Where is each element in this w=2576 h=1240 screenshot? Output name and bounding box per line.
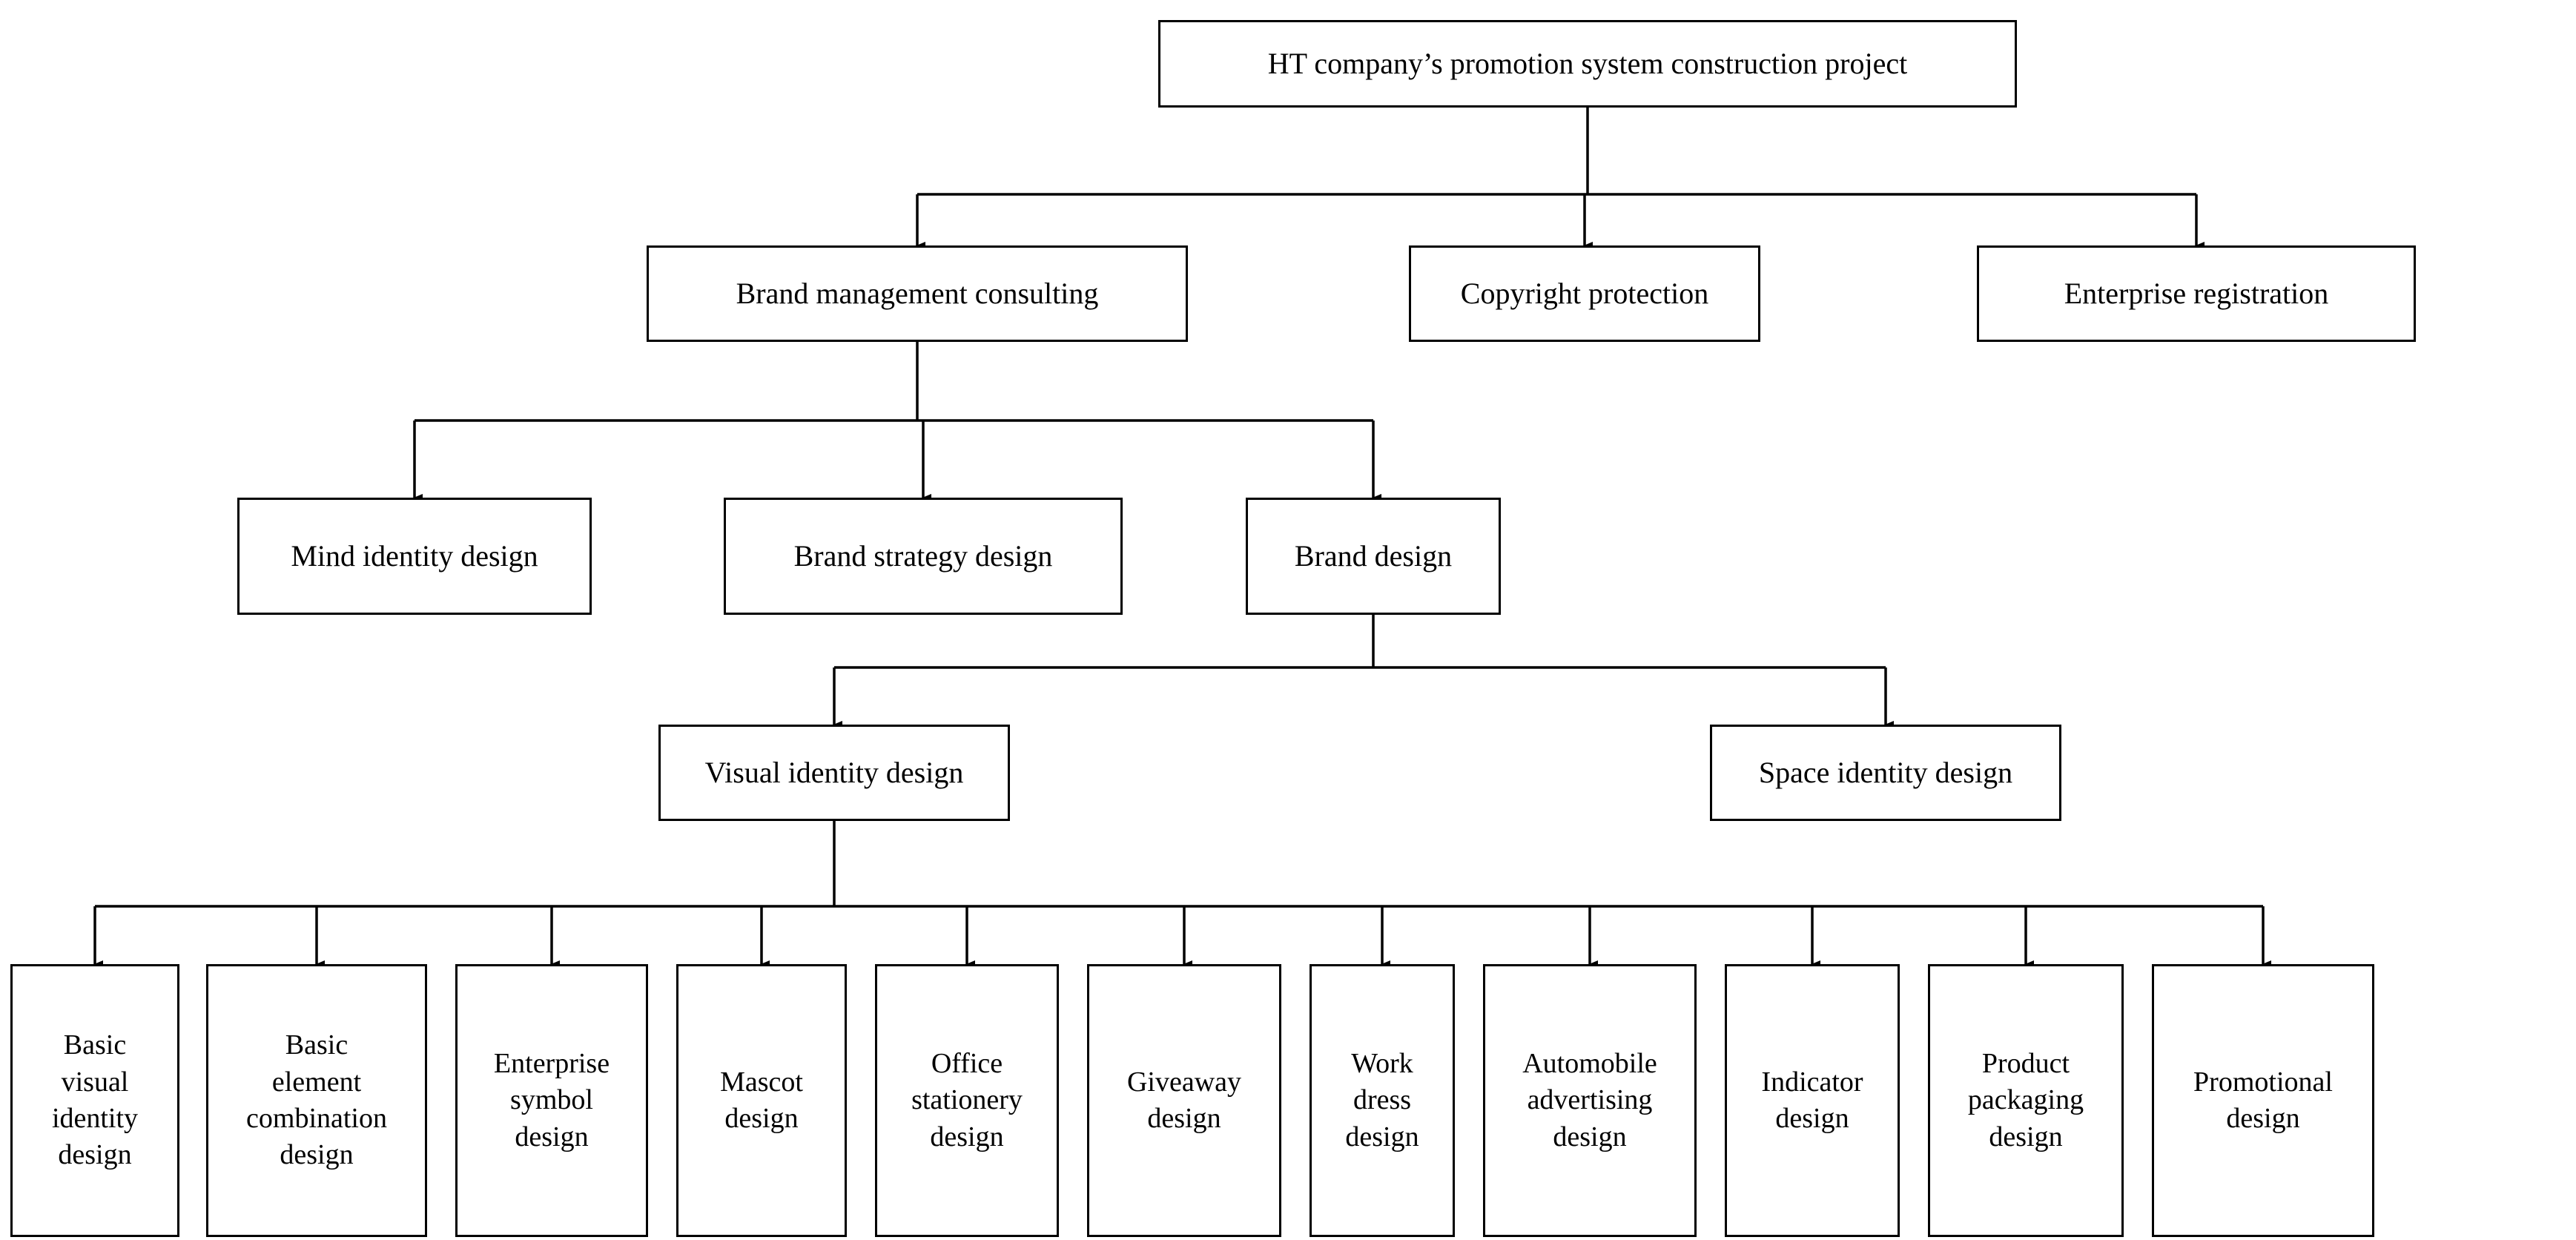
node-box-automobile-advertising-design[interactable]: Automobile advertising design [1483,964,1697,1237]
node-box-office-stationery-design[interactable]: Office stationery design [875,964,1059,1237]
node-box-brand-design[interactable]: Brand design [1246,498,1501,615]
node-box-root[interactable]: HT company’s promotion system constructi… [1158,20,2017,108]
node-label: Mascot design [720,1066,803,1134]
node-box-space-identity-design[interactable]: Space identity design [1710,725,2061,821]
node-label: Promotional design [2193,1066,2333,1134]
node-box-copyright-protection[interactable]: Copyright protection [1409,245,1760,342]
node-box-mascot-design[interactable]: Mascot design [676,964,847,1237]
node-label: Enterprise symbol design [493,1047,610,1152]
node-box-brand-strategy-design[interactable]: Brand strategy design [724,498,1123,615]
node-label: Space identity design [1758,756,2013,789]
node-label: Indicator design [1761,1066,1863,1134]
node-box-product-packaging-design[interactable]: Product packaging design [1928,964,2124,1237]
node-label: Visual identity design [704,756,964,789]
node-label: Brand management consulting [736,277,1099,310]
node-box-work-dress-design[interactable]: Work dress design [1310,964,1455,1237]
node-label: Copyright protection [1460,277,1709,310]
node-label: Brand strategy design [793,539,1053,573]
node-box-enterprise-registration[interactable]: Enterprise registration [1977,245,2416,342]
node-label: Product packaging design [1967,1047,2084,1152]
node-box-visual-identity-design[interactable]: Visual identity design [658,725,1010,821]
node-label: Mind identity design [291,539,538,573]
node-label: Basic visual identity design [51,1029,139,1171]
node-label: Brand design [1294,539,1453,573]
node-box-giveaway-design[interactable]: Giveaway design [1087,964,1281,1237]
node-box-mind-identity-design[interactable]: Mind identity design [237,498,592,615]
node-label: Automobile advertising design [1522,1047,1657,1152]
node-box-enterprise-symbol-design[interactable]: Enterprise symbol design [455,964,648,1237]
node-label: Work dress design [1345,1047,1419,1152]
node-label: Office stationery design [911,1047,1023,1152]
node-label: Basic element combination design [246,1029,387,1171]
node-label: Enterprise registration [2064,277,2329,310]
node-box-indicator-design[interactable]: Indicator design [1725,964,1900,1237]
node-box-basic-element-combination-design[interactable]: Basic element combination design [206,964,427,1237]
node-label: HT company’s promotion system constructi… [1267,47,1908,80]
node-box-brand-management-consulting[interactable]: Brand management consulting [647,245,1188,342]
node-box-basic-visual-identity-design[interactable]: Basic visual identity design [10,964,179,1237]
node-label: Giveaway design [1126,1066,1242,1134]
node-box-promotional-design[interactable]: Promotional design [2152,964,2374,1237]
